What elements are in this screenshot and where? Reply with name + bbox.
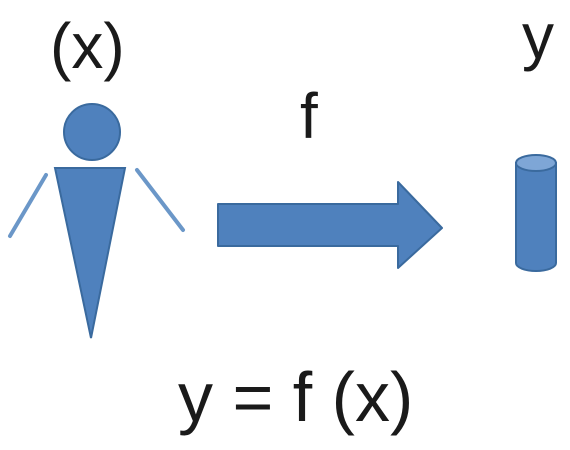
person-right-arm xyxy=(135,168,185,232)
output-label: y xyxy=(522,0,554,72)
cylinder-icon xyxy=(515,154,557,272)
person-left-arm xyxy=(8,173,48,238)
person-body xyxy=(53,167,127,339)
function-label: f xyxy=(300,80,318,152)
cylinder-body xyxy=(515,162,557,272)
equation-label: y = f (x) xyxy=(178,358,414,436)
cylinder-top xyxy=(515,154,557,172)
input-label: (x) xyxy=(50,10,125,82)
arrow-right-icon xyxy=(217,181,443,269)
person-head xyxy=(63,103,121,161)
person-icon xyxy=(8,103,185,339)
